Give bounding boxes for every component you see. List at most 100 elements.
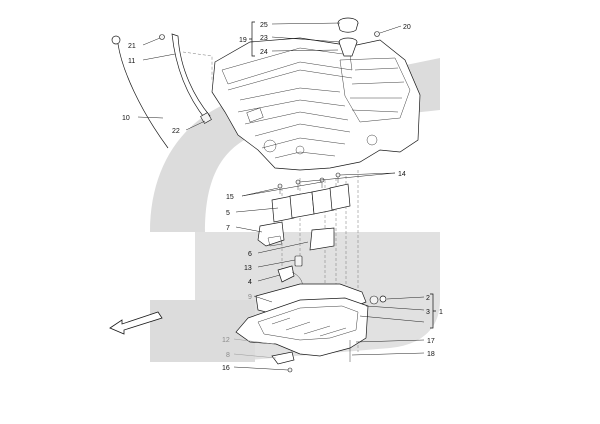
leader-23 [271, 36, 341, 43]
bolt [319, 177, 325, 188]
leader-9 [253, 295, 273, 303]
leader-15b [241, 181, 323, 197]
leader-21 [142, 37, 161, 46]
leader-3b [359, 315, 425, 323]
callout-24: 24 [260, 49, 268, 56]
leader-6 [257, 241, 309, 254]
leader-4 [257, 274, 281, 282]
callout-10: 10 [122, 115, 130, 122]
oil-sump [235, 295, 387, 373]
baffle-plates [271, 183, 351, 223]
brace-19 [249, 21, 255, 57]
dipstick-rod [117, 43, 169, 149]
callout-11: 11 [128, 58, 135, 65]
oil-pickup-bracket [267, 235, 283, 247]
leader-11 [142, 53, 176, 61]
bolt [295, 179, 301, 190]
callout-15: 15 [226, 194, 234, 201]
engine-cover-bolt-2 [295, 145, 305, 155]
leader-16 [233, 366, 289, 371]
leader-17 [355, 339, 425, 343]
leader-15a [241, 187, 279, 197]
leader-2 [386, 296, 425, 300]
sump-bracket [271, 351, 295, 365]
callout-13: 13 [244, 265, 252, 272]
baffle-plate-3 [311, 187, 335, 215]
leader-10 [137, 116, 164, 119]
dipstick-tube [171, 33, 211, 121]
oil-sump-outline [235, 297, 369, 357]
sump-bolt [287, 367, 293, 373]
baffle-plate-1 [271, 195, 295, 223]
oil-filler-neck [338, 41, 358, 57]
baffle-plate-2 [289, 191, 315, 219]
engine-cover-bolt-3 [366, 134, 378, 146]
engine-block-outline [211, 37, 421, 171]
leader-22 [185, 120, 206, 131]
leader-24 [271, 49, 339, 52]
drain-plug-washer [379, 295, 387, 303]
sensor-connector [277, 265, 295, 283]
leader-8 [233, 353, 277, 359]
leader-14b [339, 172, 396, 176]
oil-filler-assembly [337, 17, 380, 57]
leader-lines [137, 22, 425, 371]
oil-sump-inner [257, 305, 359, 341]
callout-16: 16 [222, 365, 230, 372]
engine-cylinder-bank-right [339, 57, 411, 123]
oil-filler-cap-body [337, 22, 359, 33]
baffle-plate-4 [329, 183, 351, 211]
brace-1 [430, 293, 436, 329]
callout-labels: 25 20 19 23 24 21 11 10 22 14 15 5 7 6 1… [122, 22, 443, 372]
leader-20 [379, 25, 402, 34]
callout-7: 7 [226, 225, 230, 232]
oil-dipstick-assembly [111, 33, 212, 149]
guide-line-7 [182, 51, 213, 80]
dipstick-screw [159, 34, 165, 40]
callout-6: 6 [248, 251, 252, 258]
callout-18: 18 [427, 351, 435, 358]
watermark-lower-band [150, 300, 255, 362]
bolt-row [277, 172, 341, 194]
engine-block [211, 37, 421, 171]
callout-19: 19 [239, 37, 247, 44]
leader-3a [365, 305, 425, 311]
engine-block-ribs [237, 87, 351, 159]
drain-plug [369, 295, 379, 305]
engine-plate [246, 107, 264, 123]
leader-7 [235, 226, 263, 233]
bolt [335, 172, 341, 183]
direction-arrow-icon [109, 311, 163, 335]
callout-3: 3 [426, 309, 430, 316]
callout-25: 25 [260, 22, 268, 29]
callout-22: 22 [172, 128, 180, 135]
callout-14: 14 [398, 171, 406, 178]
callout-12: 12 [222, 337, 230, 344]
engine-cover-bolt-1 [263, 139, 277, 153]
callout-20: 20 [403, 24, 411, 31]
oil-pickup-right [309, 227, 335, 251]
oil-pickup-left [257, 221, 285, 247]
leader-18 [351, 352, 425, 356]
callout-23: 23 [260, 35, 268, 42]
leader-12 [233, 338, 275, 345]
engine-cylinder-bank-left [221, 47, 353, 91]
sensor-assembly [277, 255, 303, 293]
callout-1: 1 [439, 309, 443, 316]
leader-14a [299, 172, 396, 183]
bolt [277, 183, 283, 194]
callout-8: 8 [226, 352, 230, 359]
callout-17: 17 [427, 338, 435, 345]
oil-level-sensor [294, 255, 303, 267]
dipstick-tube-fitting [200, 112, 212, 124]
callout-5: 5 [226, 210, 230, 217]
leader-25 [271, 22, 341, 25]
leader-13 [257, 259, 296, 268]
oil-sump-ribs [271, 317, 347, 337]
callout-4: 4 [248, 279, 252, 286]
leader-5 [235, 207, 279, 213]
callout-9: 9 [248, 294, 252, 301]
breather-plug [374, 31, 380, 37]
dipstick-handle [111, 35, 121, 45]
